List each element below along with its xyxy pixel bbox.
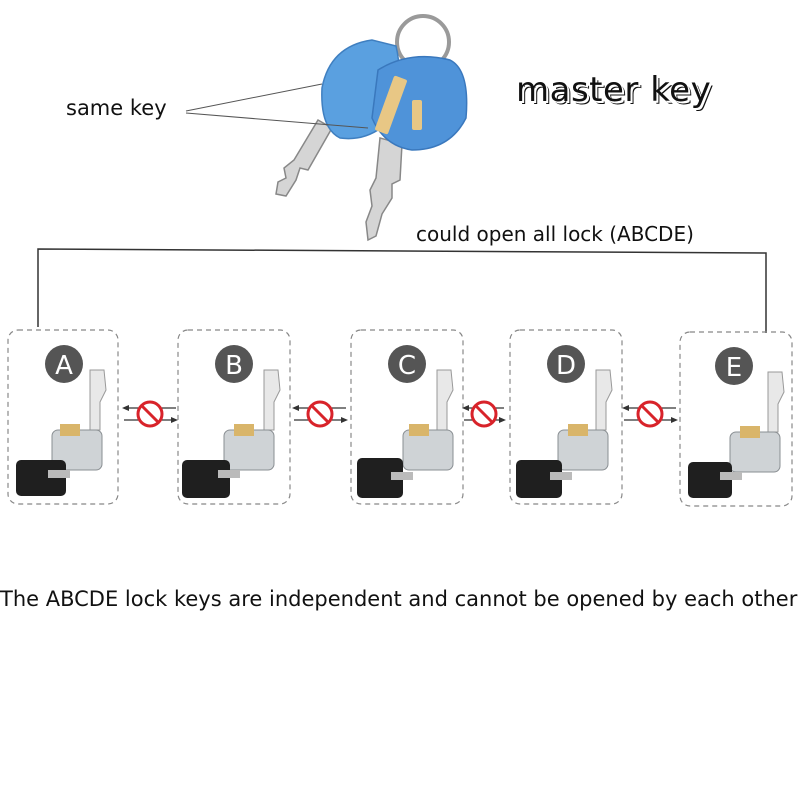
lock-cylinder-icon bbox=[182, 369, 281, 498]
lock-letter-e: E bbox=[726, 353, 742, 383]
prohibit-icon bbox=[122, 400, 178, 428]
prohibit-icon bbox=[462, 400, 506, 428]
lock-cylinder-icon bbox=[688, 371, 785, 498]
master-key-icon bbox=[275, 14, 468, 242]
prohibit-icon bbox=[292, 400, 348, 428]
independence-caption: The ABCDE lock keys are independent and … bbox=[0, 587, 798, 611]
pointer-line-upper bbox=[185, 83, 323, 112]
prohibit-icon bbox=[622, 400, 678, 428]
lock-letter-c: C bbox=[398, 351, 416, 381]
lock-cylinder-icon bbox=[357, 369, 454, 498]
lock-cylinder-icon bbox=[16, 369, 107, 496]
lock-cylinder-icon bbox=[516, 369, 613, 498]
master-key-title: master key bbox=[516, 70, 712, 110]
pointer-line-lower bbox=[185, 112, 369, 129]
lock-card-b: B bbox=[177, 329, 291, 505]
lock-letter-d: D bbox=[556, 351, 576, 381]
lock-letter-b: B bbox=[225, 351, 243, 381]
lock-card-a: A bbox=[7, 329, 119, 505]
lock-card-e: E bbox=[679, 331, 793, 507]
same-key-label: same key bbox=[66, 96, 167, 120]
could-open-label: could open all lock (ABCDE) bbox=[416, 222, 694, 246]
lock-card-c: C bbox=[350, 329, 464, 505]
lock-card-d: D bbox=[509, 329, 623, 505]
master-bracket bbox=[37, 248, 767, 333]
lock-letter-a: A bbox=[55, 351, 73, 381]
